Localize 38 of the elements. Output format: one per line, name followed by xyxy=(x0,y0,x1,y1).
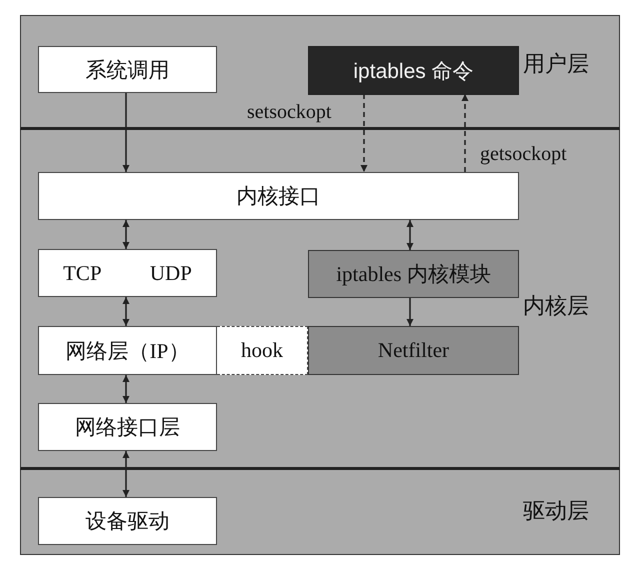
box-label: iptables 内核模块 xyxy=(336,261,491,288)
module-box xyxy=(308,250,519,298)
box-label: hook xyxy=(241,338,283,363)
layer-band xyxy=(20,470,620,555)
layer-label: 内核层 xyxy=(523,292,589,320)
arrow xyxy=(122,375,130,403)
arrow xyxy=(122,451,130,497)
edge-label: setsockopt xyxy=(245,101,334,124)
box-label: Netfilter xyxy=(378,338,450,363)
box-label: 内核接口 xyxy=(236,183,320,210)
process-box xyxy=(38,326,217,375)
box-label: TCP xyxy=(63,260,102,286)
hook-box xyxy=(217,326,308,375)
box-label: 系统调用 xyxy=(86,56,170,84)
box-label: 网络层（IP） xyxy=(66,338,190,364)
box-label: iptables 命令 xyxy=(353,58,474,84)
layer-band xyxy=(20,15,620,130)
process-box xyxy=(38,403,217,451)
arrow xyxy=(462,94,468,172)
process-box xyxy=(38,46,217,93)
edge-label: getsockopt xyxy=(478,143,569,166)
arrow xyxy=(122,220,130,249)
module-box xyxy=(308,326,519,375)
arrow xyxy=(122,92,130,172)
arrow xyxy=(406,298,414,326)
box-label: 设备驱动 xyxy=(86,508,170,535)
box-label: UDP xyxy=(150,260,192,286)
process-box xyxy=(38,172,519,220)
command-box xyxy=(308,46,519,95)
process-box xyxy=(38,497,217,545)
arrow xyxy=(406,220,414,250)
arrow xyxy=(122,297,130,326)
layer-band xyxy=(20,130,620,470)
process-box xyxy=(38,249,217,297)
box-label: 网络接口层 xyxy=(75,414,180,441)
arrow xyxy=(360,94,368,172)
layer-label: 用户层 xyxy=(523,50,589,78)
layer-label: 驱动层 xyxy=(523,497,589,525)
